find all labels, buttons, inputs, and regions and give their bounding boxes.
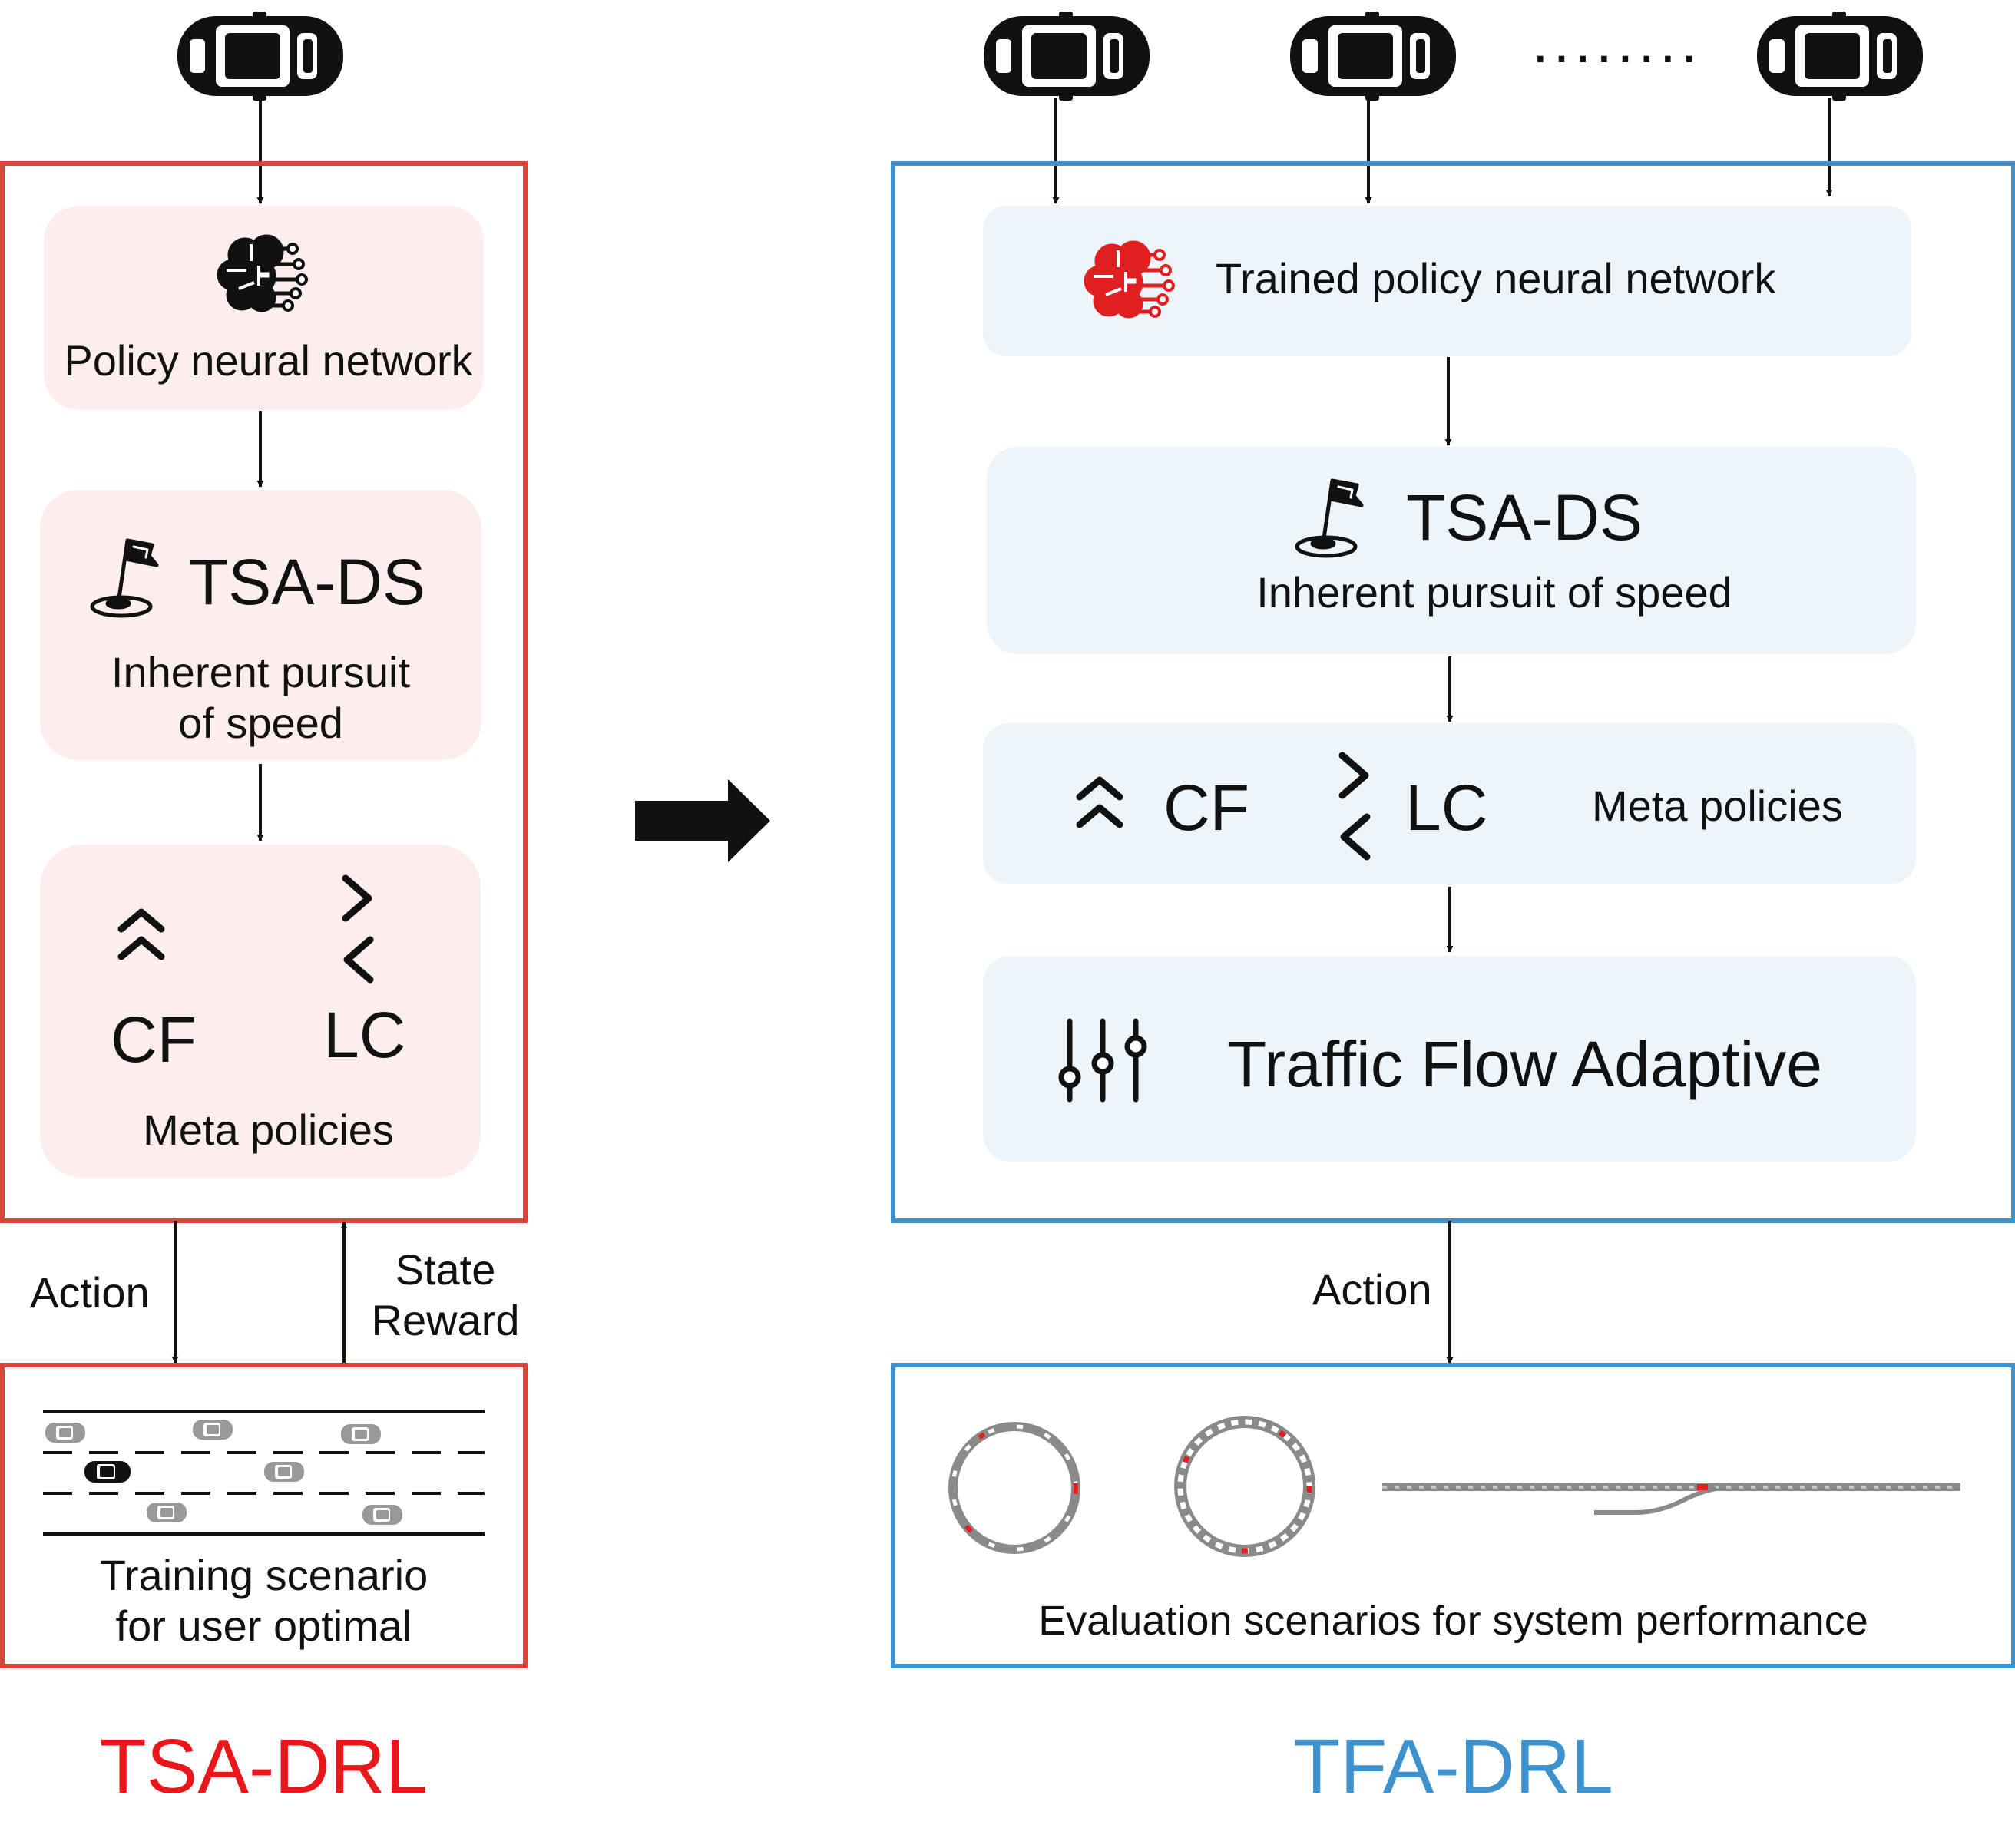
tsa-ds-label: TSA-DS [1406,481,1643,554]
tsa-ds-box [987,447,1916,654]
ring-road-icon [1174,1416,1315,1557]
inherent-pursuit-line2: of speed [178,699,343,747]
evaluation-scenario-frame [891,1363,2015,1668]
meta-policies-label: Meta policies [143,1106,394,1154]
traffic-flow-adaptive-box [983,956,1916,1162]
car-icon [177,12,343,101]
more-vehicles-ellipsis: ........ [1532,8,1702,75]
cf-label: CF [1163,772,1249,844]
meta-policies-box [983,723,1916,884]
tsa-drl-outer-frame [0,161,528,1223]
highway-lanes [43,1410,485,1536]
tfa-drl-title: TFA-DRL [1293,1724,1613,1810]
training-scenario-line1: Training scenario [99,1551,428,1599]
trained-policy-network-box [983,206,1911,356]
inherent-pursuit-line1: Inherent pursuit [111,648,411,696]
tfa-drl-outer-frame [891,161,2015,1223]
sliders-icon [1058,1018,1147,1103]
ring-road-icon [948,1422,1080,1554]
state-label: State [395,1245,496,1294]
cf-label: CF [111,1003,197,1076]
action-label: Action [30,1268,150,1317]
reward-label: Reward [371,1296,520,1344]
tsa-ds-label: TSA-DS [189,546,426,618]
meta-policies-box [40,845,481,1178]
car-icon [984,12,1150,101]
inherent-pursuit-label: Inherent pursuit of speed [1256,568,1732,617]
lc-label: LC [1405,772,1488,844]
car-icon [1757,12,1923,101]
meta-policies-label: Meta policies [1592,782,1843,830]
tsa-drl-title: TSA-DRL [99,1724,428,1810]
lc-label: LC [323,999,406,1071]
merge-road-icon [1382,1483,1960,1515]
arrow-right-icon [635,779,770,862]
trained-policy-network-label: Trained policy neural network [1216,254,1776,302]
action-label: Action [1312,1265,1432,1314]
car-icon [1290,12,1456,101]
policy-network-label: Policy neural network [64,336,473,385]
training-scenario-frame [0,1363,528,1668]
training-scenario-line2: for user optimal [115,1602,412,1650]
evaluation-scenario-label: Evaluation scenarios for system performa… [1038,1598,1868,1644]
traffic-flow-adaptive-label: Traffic Flow Adaptive [1227,1028,1822,1100]
